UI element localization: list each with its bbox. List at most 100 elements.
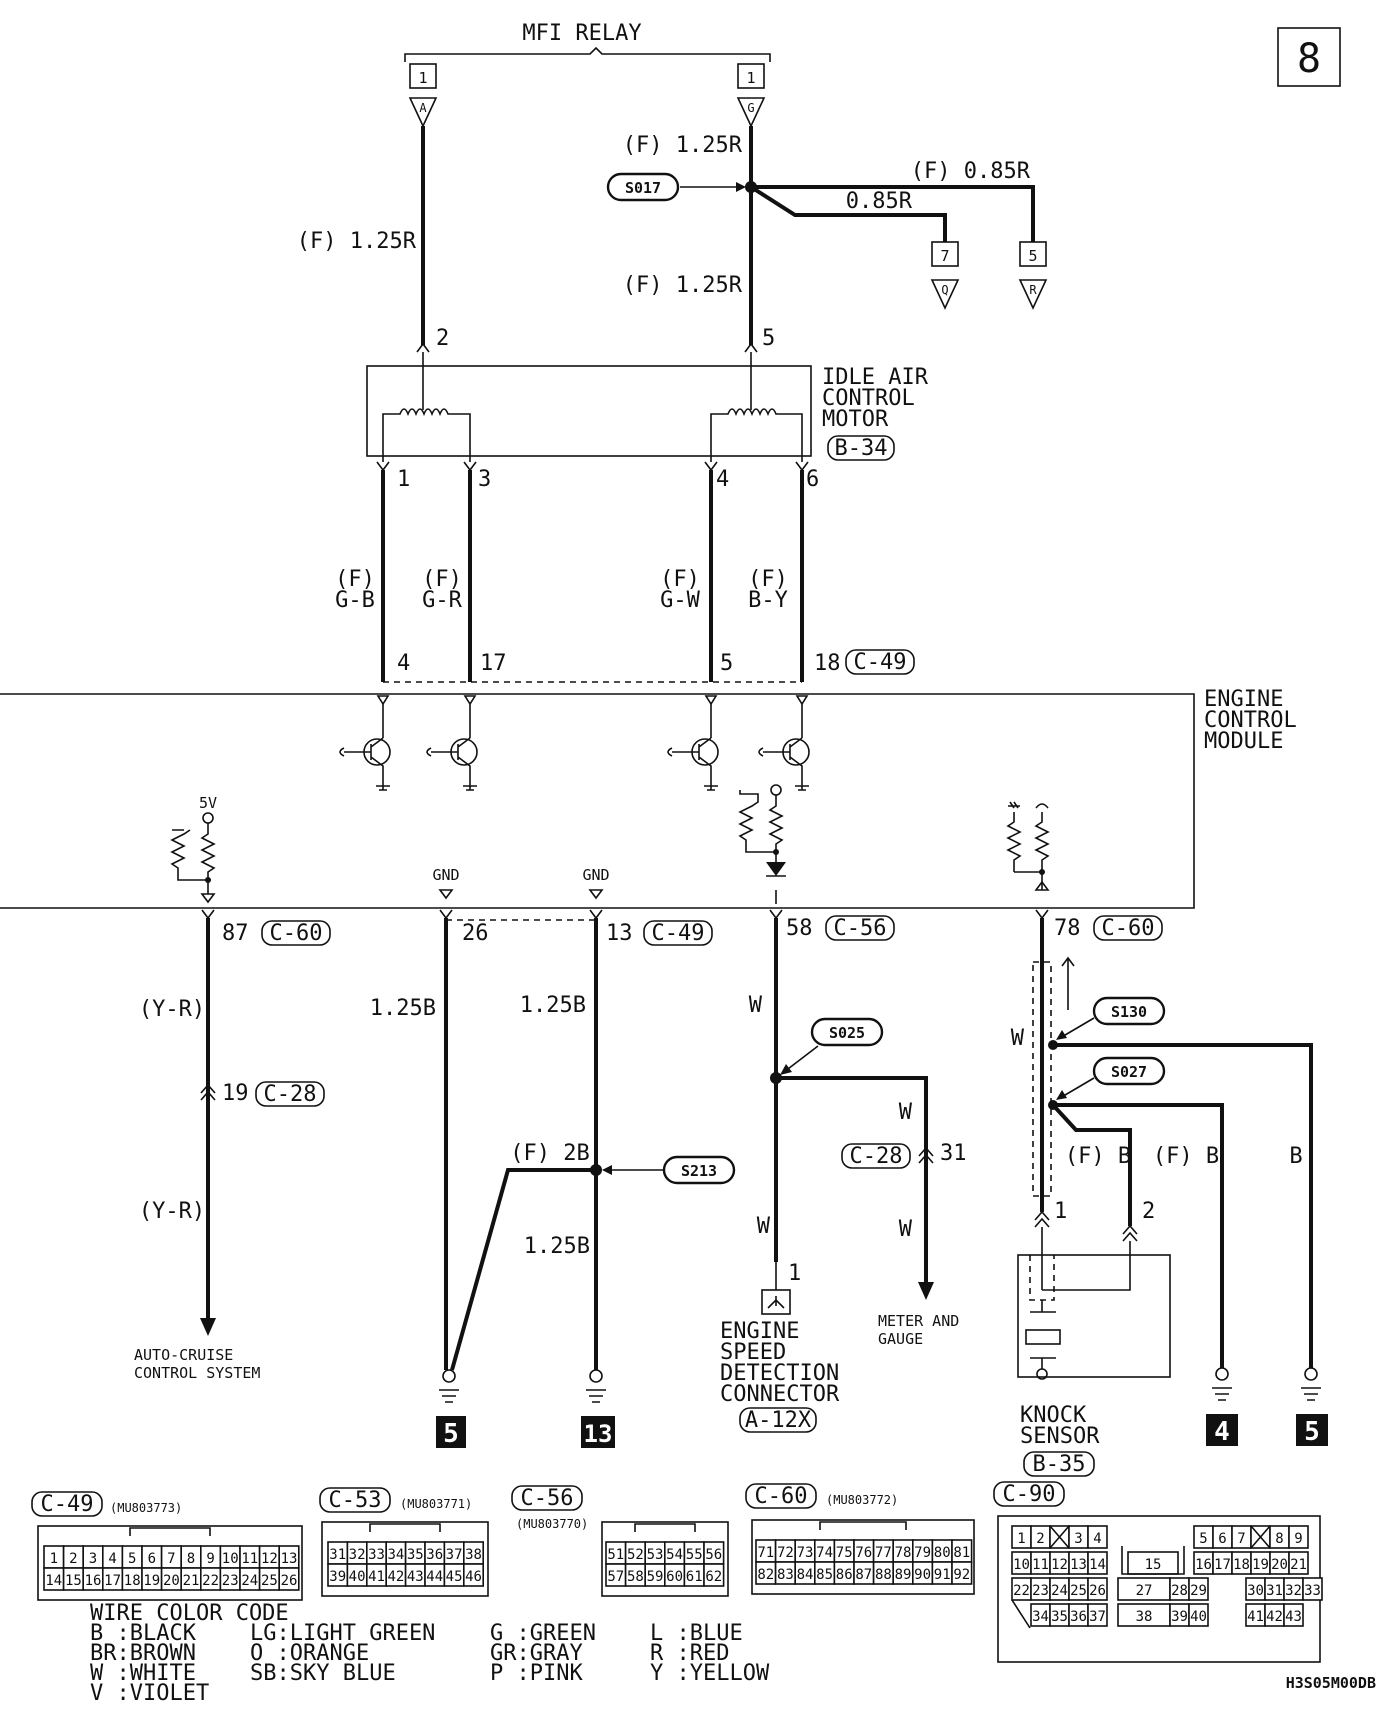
c90-pin: 26 <box>1089 1583 1106 1599</box>
wire-meter-upper-label: W <box>899 1100 913 1125</box>
iac-pin-4: 4 <box>716 467 729 492</box>
relay-conn-g-num: 1 <box>746 69 755 87</box>
iac-pin-2: 2 <box>436 326 449 351</box>
page-code: H3S05M00DB <box>1286 1674 1376 1692</box>
c56-pin: 59 <box>647 1569 664 1585</box>
c53-pin: 35 <box>407 1547 424 1563</box>
c49-label-pill <box>31 1491 103 1517</box>
c90-pin: 14 <box>1089 1557 1106 1573</box>
c28-conn-a: C-28 <box>264 1082 317 1107</box>
c60-pin: 83 <box>777 1567 794 1583</box>
knock-shield <box>1032 961 1052 1197</box>
esd-label-4: CONNECTOR <box>720 1382 840 1407</box>
iac-connector: B-34 <box>835 436 888 461</box>
relay-term-a-letter: A <box>419 101 427 115</box>
iac-pin-5: 5 <box>762 326 775 351</box>
c90-cavity <box>1288 1525 1309 1549</box>
c49-pin: 26 <box>281 1573 298 1589</box>
c49-pin: 12 <box>261 1551 278 1567</box>
c90-pin: 5 <box>1199 1531 1207 1547</box>
wire-meter-lower-label: W <box>899 1217 913 1242</box>
meter-label-1: METER AND <box>878 1312 959 1330</box>
c90-pin: 6 <box>1218 1531 1226 1547</box>
wire-cruise-arrowhead <box>200 1318 216 1336</box>
c53-key <box>369 1523 441 1532</box>
c56-pin: 55 <box>686 1547 703 1563</box>
ecm-pin-87-conn: C-60 <box>270 921 323 946</box>
c90-pin: 20 <box>1271 1557 1288 1573</box>
ecm-pin-58-conn-pill <box>825 915 895 941</box>
transistor-4 <box>758 704 810 791</box>
c90-pin: 8 <box>1275 1531 1283 1547</box>
wire-esd-upper-label: W <box>749 993 763 1018</box>
branch-dest-7-letter: Q <box>941 283 948 297</box>
s025-arrow <box>783 1045 819 1073</box>
c90-pin: 23 <box>1032 1583 1049 1599</box>
iac-label-2: CONTROL <box>822 386 915 411</box>
ecm-pin-26: 26 <box>462 921 489 946</box>
c90-pin: 9 <box>1294 1531 1302 1547</box>
ground-symbol-3 <box>1212 1367 1232 1401</box>
knock-pin-1: 1 <box>1054 1199 1067 1224</box>
c53-pin: 33 <box>368 1547 385 1563</box>
c53-pin: 45 <box>446 1569 463 1585</box>
input-58-dot <box>773 849 779 855</box>
ecm-5v-label: 5V <box>199 794 217 812</box>
ground-2-tag <box>581 1416 615 1448</box>
color-code-entry: BR:BROWN <box>90 1641 196 1666</box>
c90-pin: 40 <box>1190 1609 1207 1625</box>
c56-pin: 62 <box>705 1569 722 1585</box>
iac-top-arrows <box>416 342 758 353</box>
c90-pin: 19 <box>1252 1557 1269 1573</box>
c60-pin: 91 <box>934 1567 951 1583</box>
ecm-label-2: CONTROL <box>1204 708 1297 733</box>
c90-cavity <box>1283 1603 1304 1627</box>
c53-part: (MU803771) <box>400 1497 472 1511</box>
s130-arrow <box>1059 1017 1095 1039</box>
s213-arrowhead <box>602 1165 612 1175</box>
c90-pin: 10 <box>1013 1557 1030 1573</box>
c60-label-pill <box>745 1483 817 1509</box>
splice-s130-label: S130 <box>1111 1003 1147 1021</box>
c90-blank-cavity <box>1250 1525 1271 1549</box>
wire-cruise-lower-label: (Y-R) <box>139 1199 205 1224</box>
knock-sensor-ground <box>1036 1358 1048 1380</box>
c90-pin: 18 <box>1233 1557 1250 1573</box>
splice-s130 <box>1092 996 1166 1026</box>
c60-pin: 77 <box>875 1545 892 1561</box>
esd-conn: A-12X <box>745 1408 812 1433</box>
c90-pin: 32 <box>1285 1583 1302 1599</box>
knock-inline-marks <box>1034 1210 1138 1242</box>
cruise-label-1: AUTO-CRUISE <box>134 1346 233 1364</box>
c49-pin: 20 <box>163 1573 180 1589</box>
ground-symbol-2 <box>586 1369 606 1403</box>
c90-pin: 35 <box>1051 1609 1068 1625</box>
knock-label-1: KNOCK <box>1020 1403 1087 1428</box>
color-code-title: WIRE COLOR CODE <box>90 1601 289 1626</box>
transistor-3 <box>667 704 719 791</box>
c56-pin: 57 <box>607 1569 624 1585</box>
ecm-top-connector-pill <box>845 649 915 675</box>
esd-connector-mark <box>767 1296 785 1309</box>
c90-pin: 1 <box>1017 1531 1025 1547</box>
ecm-box <box>0 693 1195 909</box>
splice-s213-label: S213 <box>681 1162 717 1180</box>
c28-conn-b: C-28 <box>850 1144 903 1169</box>
c28-conn-a-pill <box>255 1081 325 1107</box>
ecm-label-3: MODULE <box>1204 729 1283 754</box>
c60-pin: 85 <box>816 1567 833 1583</box>
knock-shield-arrow <box>1061 956 1075 1010</box>
ecm-pin-13-conn-pill <box>643 920 713 946</box>
wire-iac-1-label-b: G-B <box>335 588 375 613</box>
ecm-pin-58-conn: C-56 <box>834 916 887 941</box>
c56-pin: 52 <box>627 1547 644 1563</box>
wire-knock-b <box>1053 1043 1313 1368</box>
esd-conn-pill <box>739 1407 817 1433</box>
c28-pin-31: 31 <box>940 1141 967 1166</box>
ecm-input-marks <box>376 695 809 706</box>
esd-label-1: ENGINE <box>720 1319 799 1344</box>
mfi-relay-label: MFI RELAY <box>522 21 641 46</box>
wire-iac-4-label-b: G-W <box>660 588 700 613</box>
c28-pin-19: 19 <box>222 1081 249 1106</box>
